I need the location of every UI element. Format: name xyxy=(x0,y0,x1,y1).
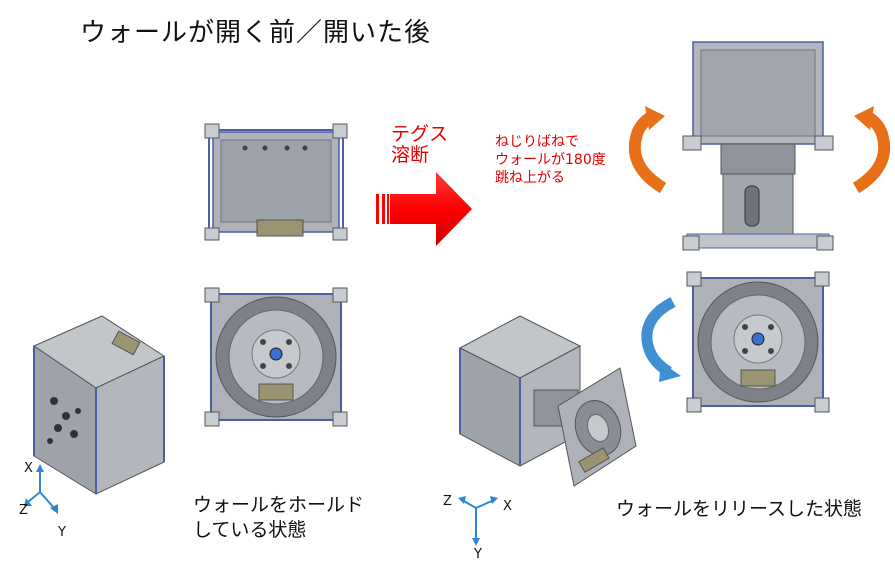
axis-left-x: X xyxy=(24,461,33,476)
wall-face-before xyxy=(204,287,348,427)
caption-hold-line2: している状態 xyxy=(193,519,307,541)
page-title: ウォールが開く前／開いた後 xyxy=(80,18,432,48)
axis-right-z: Z xyxy=(443,494,452,509)
transition-arrow xyxy=(376,172,472,246)
spring-label-line2: ウォールが180度 xyxy=(495,152,606,168)
spring-label: ねじりばねで ウォールが180度 跳ね上がる xyxy=(495,133,606,187)
spring-label-line1: ねじりばねで xyxy=(495,134,579,150)
axes-left xyxy=(24,464,58,514)
cut-label-line2: 溶断 xyxy=(391,144,430,166)
wall-face-after xyxy=(686,271,830,413)
spring-label-line3: 跳ね上がる xyxy=(495,170,565,186)
caption-release: ウォールをリリースした状態 xyxy=(616,498,863,520)
axis-right-x: X xyxy=(503,499,512,514)
axes-right xyxy=(458,496,498,546)
axis-left-z: Z xyxy=(19,503,28,518)
cut-label-line1: テグス xyxy=(391,123,449,145)
caption-hold-line1: ウォールをホールド xyxy=(193,494,365,516)
rotate-arrow-left xyxy=(628,106,667,194)
wall-panel-opened xyxy=(682,41,834,251)
rotate-arrow-right xyxy=(852,106,891,194)
wall-panel-before xyxy=(204,123,348,241)
axis-left-y: Y xyxy=(58,525,66,540)
caption-hold: ウォールをホールド している状態 xyxy=(193,493,364,543)
rotate-arrow-blue xyxy=(641,297,681,382)
cube-held xyxy=(32,315,166,495)
cube-released xyxy=(458,315,637,487)
axis-right-y: Y xyxy=(474,547,482,562)
cut-label: テグス 溶断 xyxy=(391,124,448,166)
